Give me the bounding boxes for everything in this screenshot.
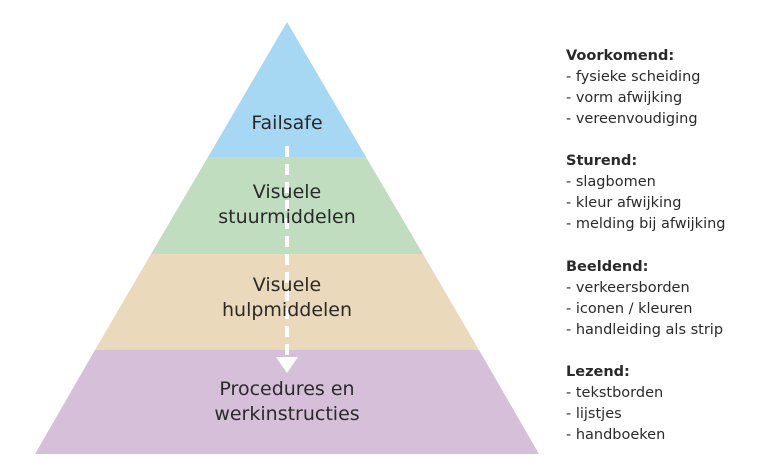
tier-label-stuurmiddelen: Visuele stuurmiddelen — [187, 180, 387, 230]
tier-label-line: werkinstructies — [214, 403, 360, 425]
tier-failsafe-band — [208, 22, 366, 157]
legend-item: - kleur afwijking — [566, 195, 682, 211]
legend-item: - lijstjes — [566, 406, 622, 422]
legend-item: - verkeersborden — [566, 280, 690, 296]
tier-procedures-band — [35, 350, 539, 454]
legend-item: - slagbomen — [566, 174, 656, 190]
tier-label-line: stuurmiddelen — [218, 206, 356, 228]
tier-label-failsafe: Failsafe — [187, 111, 387, 136]
tier-label-line: Visuele — [252, 181, 322, 203]
tier-label-procedures: Procedures en werkinstructies — [167, 377, 407, 427]
tier-label-line: Failsafe — [251, 112, 323, 134]
legend-item: - iconen / kleuren — [566, 301, 693, 317]
legend-item: - handleiding als strip — [566, 322, 724, 338]
legend-heading: Voorkomend: — [566, 48, 675, 64]
tier-label-hulpmiddelen: Visuele hulpmiddelen — [187, 273, 387, 323]
tier-label-line: Procedures en — [219, 378, 355, 400]
legend-item: - fysieke scheiding — [566, 69, 701, 85]
arrow-head — [276, 357, 298, 373]
legend-beeldend: Beeldend: - verkeersborden - iconen / kl… — [566, 257, 723, 341]
tier-hulpmiddelen-band — [95, 254, 479, 350]
legend-item: - melding bij afwijking — [566, 216, 726, 232]
legend-heading: Sturend: — [566, 153, 638, 169]
legend-voorkomend: Voorkomend: - fysieke scheiding - vorm a… — [566, 46, 700, 130]
legend-item: - vorm afwijking — [566, 90, 683, 106]
legend-item: - vereenvoudiging — [566, 111, 698, 127]
tier-label-line: Visuele — [252, 274, 322, 296]
legend-heading: Lezend: — [566, 364, 630, 380]
legend-item: - tekstborden — [566, 385, 664, 401]
legend-lezend: Lezend: - tekstborden - lijstjes - handb… — [566, 362, 665, 446]
tier-label-line: hulpmiddelen — [221, 299, 353, 321]
legend-sturend: Sturend: - slagbomen - kleur afwijking -… — [566, 151, 726, 235]
downward-arrow — [276, 146, 298, 373]
legend-item: - handboeken — [566, 427, 666, 443]
legend-heading: Beeldend: — [566, 259, 649, 275]
